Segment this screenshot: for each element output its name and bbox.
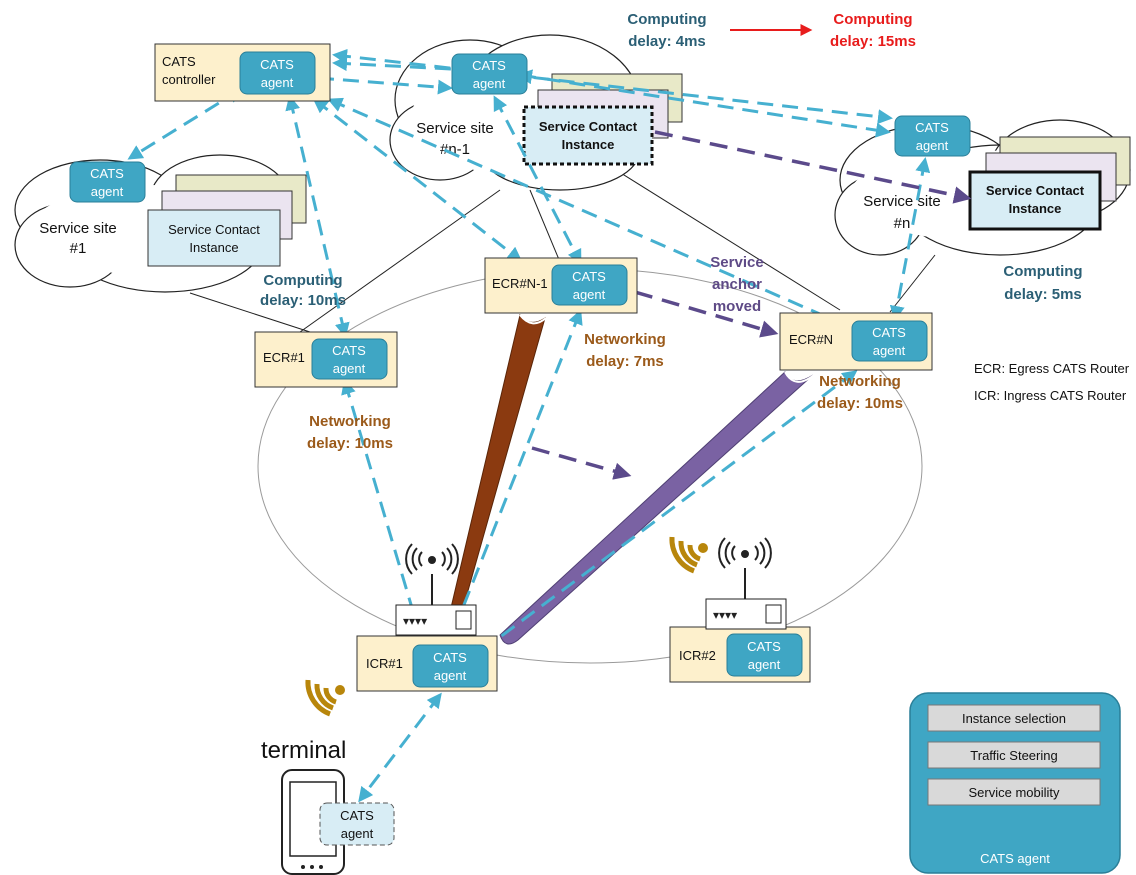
instance-site1-line1: Service Contact [168, 222, 260, 237]
legend-icr: ICR: Ingress CATS Router [974, 388, 1127, 403]
legend-ecr: ECR: Egress CATS Router [974, 361, 1130, 376]
icr1-label: ICR#1 [366, 656, 403, 671]
agent-panel-title: CATS agent [980, 851, 1050, 866]
wifi-signal-icon-icr2 [669, 536, 708, 574]
cats-agent-icr1[interactable]: CATS agent [412, 644, 489, 688]
antenna-waves-icon-icr1 [405, 543, 459, 575]
svg-text:CATS: CATS [572, 269, 606, 284]
svg-text:agent: agent [261, 75, 294, 90]
terminal-label: terminal [261, 737, 346, 764]
svg-text:CATS: CATS [90, 166, 124, 181]
cats-agent-functions-panel: Instance selection Traffic Steering Serv… [909, 692, 1121, 874]
networking-delay-ecrn-line1: Networking [819, 373, 901, 390]
controller-label-line1: CATS [162, 54, 196, 69]
service-site-1-label-line2: #1 [70, 240, 87, 257]
computing-delay-siten-line1: Computing [1003, 263, 1082, 280]
computing-delay-before-line2: delay: 4ms [628, 33, 706, 50]
service-site-1-label-line1: Service site [39, 220, 117, 237]
function-service-mobility-label: Service mobility [968, 785, 1060, 800]
instance-site1-line2: Instance [189, 240, 238, 255]
computing-delay-site1-line1: Computing [263, 272, 342, 289]
svg-text:agent: agent [473, 76, 506, 91]
instance-site-n1-line1: Service Contact [539, 119, 638, 134]
controller-label-line2: controller [162, 72, 216, 87]
svg-text:CATS: CATS [260, 57, 294, 72]
ecrn1-label: ECR#N-1 [492, 276, 548, 291]
svg-text:▾▾▾▾: ▾▾▾▾ [403, 614, 427, 628]
instance-stack-site-1 [147, 174, 307, 267]
computing-delay-before-line1: Computing [627, 11, 706, 28]
instance-site-n-line1: Service Contact [986, 183, 1085, 198]
svg-text:CATS: CATS [872, 325, 906, 340]
icr2-label: ICR#2 [679, 648, 716, 663]
cats-agent-ecrn[interactable]: CATS agent [851, 320, 928, 362]
router-device-icon-icr1: ▾▾▾▾ [395, 574, 477, 636]
svg-text:CATS: CATS [747, 639, 781, 654]
computing-delay-after-line1: Computing [833, 11, 912, 28]
computing-delay-after-line2: delay: 15ms [830, 33, 916, 50]
anchor-move-arrows [531, 130, 972, 480]
instance-stack-site-n [968, 136, 1131, 231]
router-device-icon-icr2: ▾▾▾▾ [705, 568, 787, 630]
signaling-arrows [127, 48, 931, 803]
service-site-n-label-line1: Service site [863, 193, 941, 210]
svg-text:agent: agent [573, 287, 606, 302]
cats-agent-site-n[interactable]: CATS agent [894, 115, 971, 157]
instance-site-n-line2: Instance [1009, 201, 1062, 216]
svg-text:agent: agent [91, 184, 124, 199]
function-traffic-steering[interactable] [927, 741, 1101, 769]
instance-site-n1-line2: Instance [562, 137, 615, 152]
cats-agent-ecrn1[interactable]: CATS agent [551, 264, 628, 306]
svg-text:agent: agent [333, 361, 366, 376]
computing-delay-siten-line2: delay: 5ms [1004, 286, 1082, 303]
networking-delay-ecrn1-line2: delay: 7ms [586, 353, 664, 370]
svg-text:agent: agent [916, 138, 949, 153]
svg-text:CATS: CATS [433, 650, 467, 665]
networking-delay-ecr1-line2: delay: 10ms [307, 435, 393, 452]
svg-text:agent: agent [873, 343, 906, 358]
function-instance-selection-label: Instance selection [962, 711, 1066, 726]
svg-text:agent: agent [434, 668, 467, 683]
svg-text:CATS: CATS [472, 58, 506, 73]
antenna-waves-icon-icr2 [718, 537, 772, 569]
function-service-mobility[interactable] [927, 778, 1101, 806]
wifi-signal-icon-terminal [305, 679, 345, 717]
svg-text:agent: agent [748, 657, 781, 672]
service-site-n1-label-line1: Service site [416, 120, 494, 137]
cats-agent-site-1[interactable]: CATS agent [69, 161, 146, 203]
cats-agent-controller[interactable]: CATS agent [239, 51, 316, 95]
computing-delay-site1-line2: delay: 10ms [260, 292, 346, 309]
cats-agent-terminal[interactable]: CATS agent [319, 802, 395, 846]
svg-text:▾▾▾▾: ▾▾▾▾ [713, 608, 737, 622]
svg-text:CATS: CATS [332, 343, 366, 358]
service-site-n-label-line2: #n [894, 215, 911, 232]
cats-agent-site-n1[interactable]: CATS agent [451, 53, 528, 95]
svg-text:agent: agent [341, 826, 374, 841]
networking-delay-ecrn1-line1: Networking [584, 331, 666, 348]
function-traffic-steering-label: Traffic Steering [970, 748, 1057, 763]
ecr1-label: ECR#1 [263, 350, 305, 365]
pipe-icr1-to-ecrn1 [449, 313, 547, 619]
anchor-moved-line3: moved [713, 298, 761, 315]
svg-text:CATS: CATS [915, 120, 949, 135]
cats-agent-ecr1[interactable]: CATS agent [311, 338, 388, 380]
networking-delay-ecrn-line2: delay: 10ms [817, 395, 903, 412]
function-instance-selection[interactable] [927, 704, 1101, 732]
networking-delay-ecr1-line1: Networking [309, 413, 391, 430]
ecrn-label: ECR#N [789, 332, 833, 347]
anchor-moved-line2: anchor [712, 276, 762, 293]
svg-text:CATS: CATS [340, 808, 374, 823]
anchor-moved-line1: Service [710, 254, 763, 271]
cats-agent-icr2[interactable]: CATS agent [726, 633, 803, 677]
